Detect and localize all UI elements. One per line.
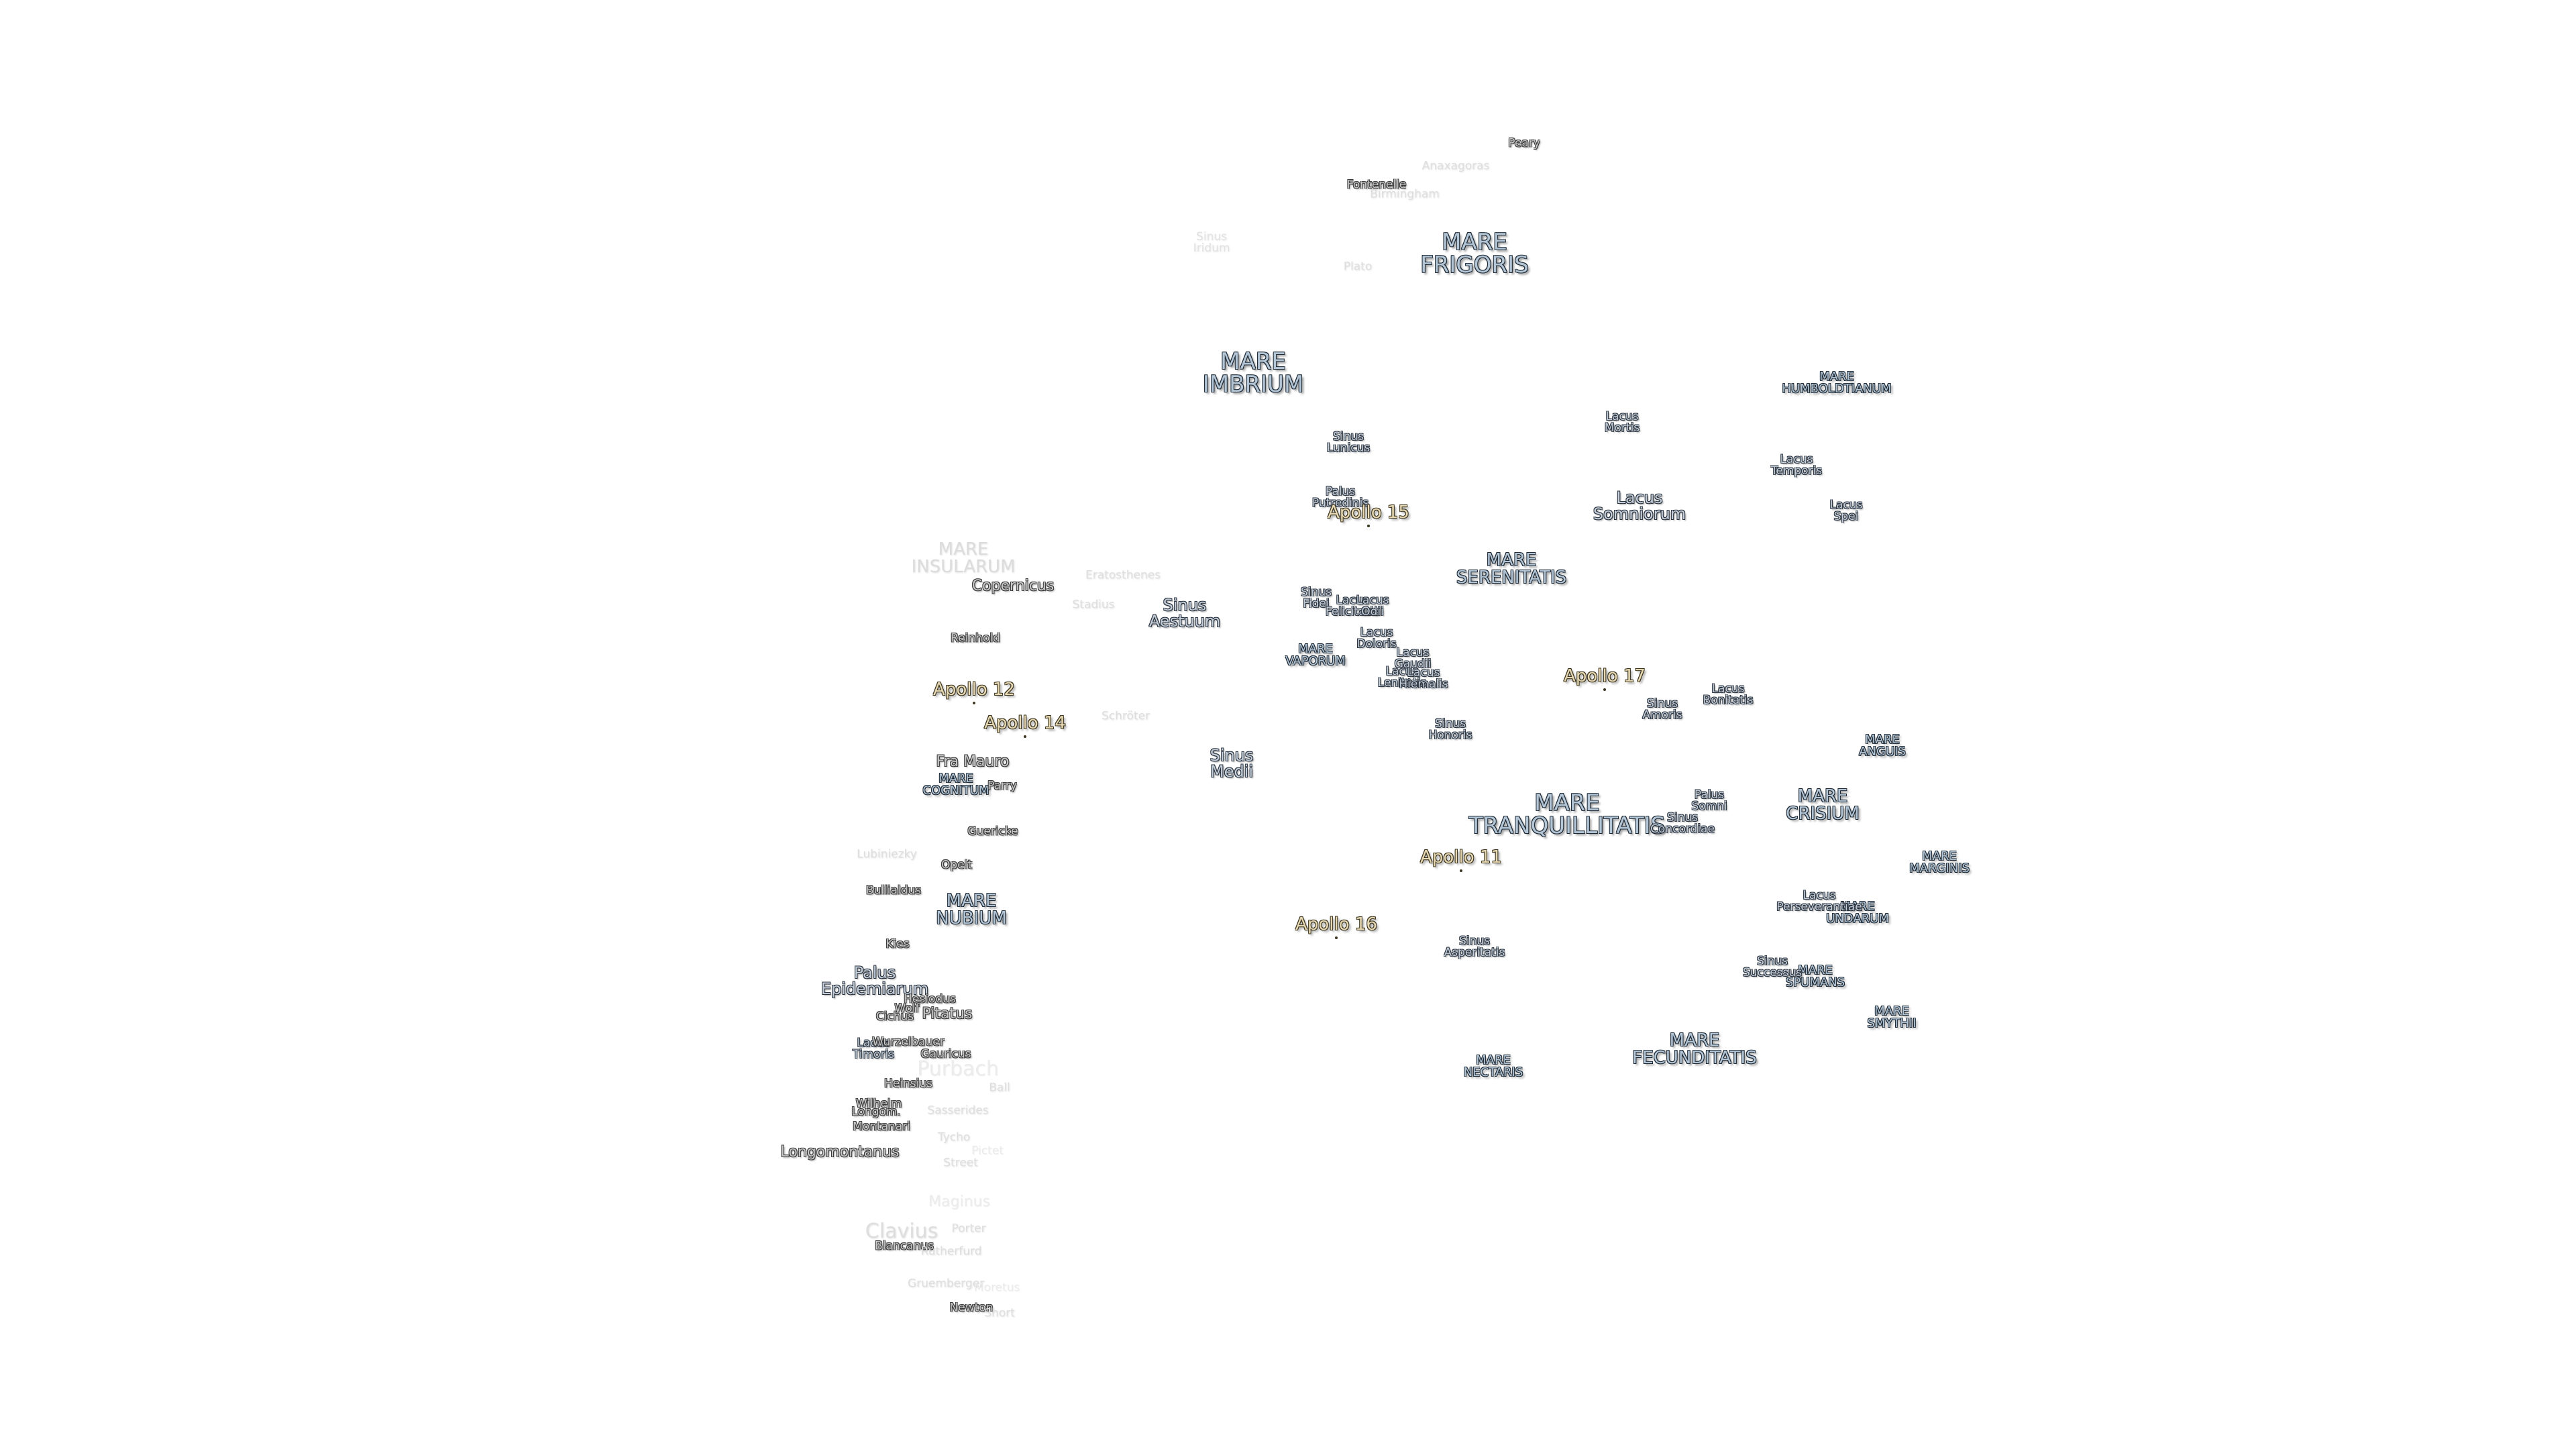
sea-label-mare-crisium: MARE CRISIUM [1786, 786, 1860, 824]
apollo-label-17: Apollo 17 [1564, 666, 1646, 686]
crater-label-tycho: Tycho [937, 1130, 971, 1144]
crater-label-heinsius: Heinsius [884, 1077, 932, 1091]
sea-label-mare-undarum: MARE UNDARUM [1826, 900, 1889, 926]
crater-label-reinhold: Reinhold [951, 631, 1000, 645]
sea-label-mare-serenitatis: MARE SERENITATIS [1456, 550, 1567, 588]
crater-label-birmingham: Birmingham [1370, 187, 1440, 201]
crater-label-newton: Newton [949, 1301, 994, 1315]
crater-label-ball: Ball [989, 1081, 1010, 1095]
feature-label-sinus-amoris: Sinus Amoris [1642, 697, 1682, 722]
feature-label-lacus-mortis: Lacus Mortis [1604, 410, 1640, 435]
crater-label-gruemberger: Gruemberger [907, 1277, 985, 1291]
crater-label-copernicus: Copernicus [971, 578, 1055, 594]
crater-label-lubiniezky: Lubiniezky [857, 847, 917, 861]
feature-label-palus-epidemiarum: Palus Epidemiarum [820, 963, 929, 998]
crater-label-hesiodus: Hesiodus [904, 992, 956, 1006]
crater-label-gauricus: Gauricus [920, 1047, 971, 1061]
feature-label-sinus-concordiae: Sinus Concordiae [1650, 811, 1715, 836]
feature-label-sinus-fidei: Sinus Fidei [1301, 586, 1332, 610]
apollo-label-15: Apollo 15 [1328, 502, 1409, 523]
sea-label-mare-marginis: MARE MARGINIS [1909, 849, 1970, 875]
apollo-15-site-marker [1367, 525, 1370, 527]
crater-label-montanari: Montanari [853, 1120, 910, 1134]
crater-label-eratosthenes: Eratosthenes [1085, 568, 1161, 582]
crater-label-pictet: Pictet [971, 1144, 1004, 1158]
feature-label-lacus-felicitatis: Lacus Felicitatis [1325, 594, 1380, 619]
crater-label-purbach: Purbach [917, 1057, 999, 1081]
apollo-label-16: Apollo 16 [1295, 914, 1377, 934]
feature-label-lacus-lenitatis: Lacus Lenitatis [1377, 665, 1427, 690]
sea-label-mare-humboldtianum: MARE HUMBOLDTIANUM [1782, 370, 1892, 396]
crater-label-guericke: Guericke [967, 824, 1018, 839]
sea-label-mare-tranquillitatis: MARE TRANQUILLITATIS [1468, 790, 1666, 839]
sea-label-mare-insularum: MARE INSULARUM [911, 539, 1016, 577]
feature-label-lacus-gaudii: Lacus Gaudii [1394, 646, 1432, 671]
apollo-label-14: Apollo 14 [984, 713, 1066, 733]
crater-label-longom-small: Longom. [851, 1105, 901, 1119]
crater-label-anaxagoras: Anaxagoras [1421, 159, 1490, 173]
crater-label-schroter: Schröter [1101, 709, 1150, 723]
crater-label-fra-mauro: Fra Mauro [936, 753, 1010, 770]
crater-label-wilhelm: Wilhelm [855, 1097, 902, 1111]
crater-label-moretus: Moretus [973, 1281, 1020, 1295]
crater-label-opelt: Opelt [941, 858, 973, 872]
feature-label-lacus-doloris: Lacus Doloris [1356, 626, 1397, 651]
feature-label-sinus-aestuum: Sinus Aestuum [1148, 596, 1221, 631]
crater-label-stadius: Stadius [1072, 598, 1115, 612]
crater-label-peary: Peary [1508, 136, 1540, 150]
feature-label-palus-somni: Palus Somni [1691, 788, 1727, 813]
feature-label-lacus-bonitatis: Lacus Bonitatis [1703, 682, 1754, 707]
sea-label-mare-frigoris: MARE FRIGORIS [1420, 229, 1529, 278]
sea-label-mare-cognitum: MARE COGNITUM [922, 771, 989, 798]
feature-label-sinus-successus: Sinus Successus [1742, 955, 1803, 979]
crater-label-maginus: Maginus [928, 1193, 990, 1210]
apollo-11-site-marker [1460, 869, 1462, 872]
feature-label-sinus-lunicus: Sinus Lunicus [1326, 430, 1371, 455]
feature-label-sinus-iridum: Sinus Iridum [1193, 230, 1230, 255]
feature-label-lacus-spei: Lacus Spei [1829, 498, 1863, 523]
apollo-16-site-marker [1335, 936, 1338, 939]
sea-label-mare-spumans: MARE SPUMANS [1785, 963, 1845, 989]
sea-label-mare-nectaris: MARE NECTARIS [1463, 1053, 1523, 1079]
feature-label-palus-putredinis: Palus Putredinis [1311, 485, 1369, 510]
crater-label-rutherfurd: Rutherfurd [920, 1244, 982, 1258]
apollo-14-site-marker [1024, 735, 1026, 738]
sea-label-mare-fecunditatis: MARE FECUNDITATIS [1632, 1030, 1757, 1068]
apollo-12-site-marker [973, 702, 975, 704]
crater-label-sasserides: Sasserides [927, 1104, 989, 1118]
sea-label-mare-anguis: MARE ANGUIS [1859, 733, 1906, 759]
sea-label-mare-imbrium: MARE IMBRIUM [1202, 348, 1304, 398]
crater-label-parry: Parry [987, 779, 1017, 793]
crater-label-pitatus: Pitatus [922, 1006, 973, 1022]
crater-label-plato: Plato [1343, 260, 1373, 274]
crater-label-porter: Porter [951, 1222, 986, 1236]
feature-label-sinus-medii: Sinus Medii [1210, 746, 1254, 781]
crater-label-blancanus: Blancanus [875, 1239, 934, 1253]
crater-label-bullialdus: Bullialdus [865, 883, 922, 898]
feature-label-lacus-perseverantiae: Lacus Perseverantiae [1776, 889, 1862, 914]
feature-label-lacus-odii: Lacus Odii [1356, 594, 1389, 619]
crater-label-clavius: Clavius [865, 1220, 938, 1243]
feature-label-sinus-asperitatis: Sinus Asperitatis [1444, 934, 1505, 959]
feature-label-sinus-honoris: Sinus Honoris [1428, 717, 1472, 742]
feature-label-lacus-timoris: Lacus Timoris [852, 1036, 895, 1061]
feature-label-lacus-temporis: Lacus Temporis [1770, 453, 1823, 478]
apollo-17-site-marker [1603, 688, 1606, 691]
sea-label-mare-nubium: MARE NUBIUM [936, 891, 1007, 928]
crater-label-fontenelle: Fontenelle [1346, 178, 1407, 192]
crater-label-longomontanus: Longomontanus [780, 1144, 900, 1161]
crater-label-wolf: Wolf [894, 1002, 920, 1016]
sea-label-mare-smythii: MARE SMYTHII [1867, 1004, 1917, 1030]
crater-label-cichus: Cichus [875, 1010, 914, 1024]
feature-label-lacus-hiemalis: Lacus Hiemalis [1399, 666, 1448, 691]
crater-label-kies: Kies [885, 937, 910, 951]
apollo-label-12: Apollo 12 [933, 680, 1015, 700]
crater-label-wurzelbauer: Wurzelbauer [872, 1035, 945, 1049]
sea-label-mare-vaporum: MARE VAPORUM [1285, 642, 1346, 668]
feature-label-lacus-somniorum: Lacus Somniorum [1593, 488, 1686, 523]
crater-label-street: Street [943, 1156, 978, 1170]
apollo-label-11: Apollo 11 [1420, 847, 1502, 867]
crater-label-short: Short [984, 1306, 1015, 1320]
